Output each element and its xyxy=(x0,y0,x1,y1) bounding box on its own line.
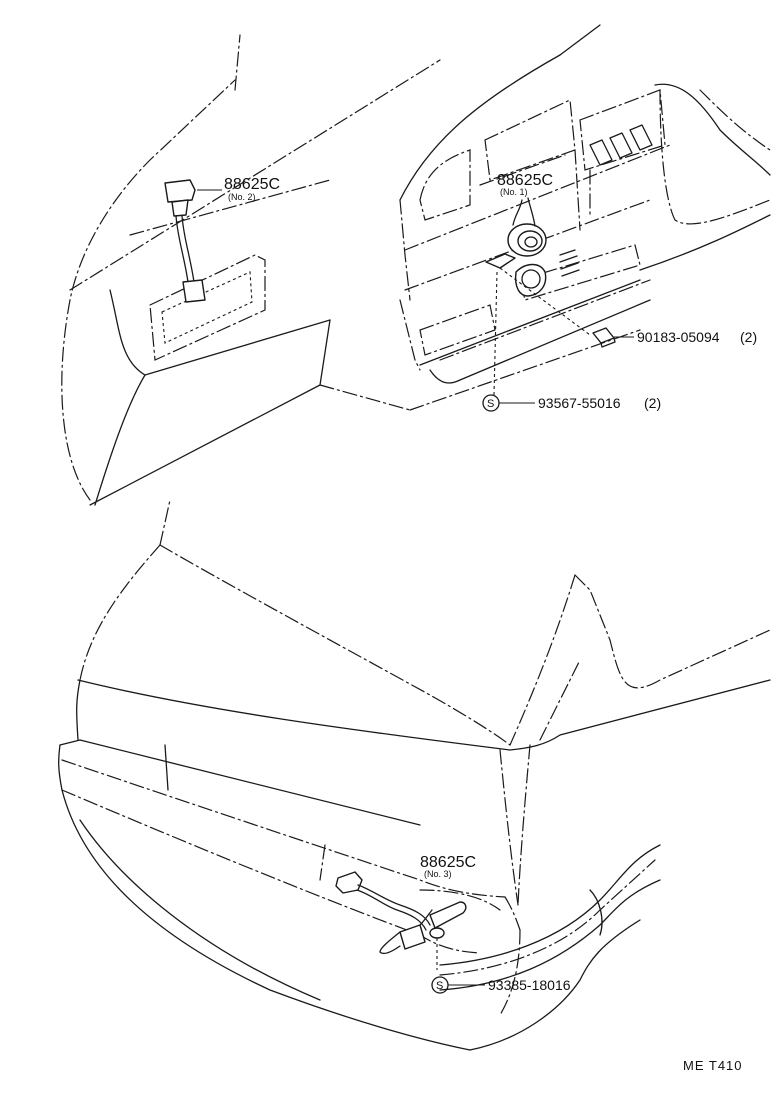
clip-part xyxy=(592,327,634,348)
screw-upper-quantity: (2) xyxy=(644,395,661,411)
screw-upper-part-number: 93567-55016 xyxy=(538,395,621,411)
sensor-no2-part-number: 88625C xyxy=(224,176,280,193)
screw-lower-part-number: 93385-18016 xyxy=(488,977,571,993)
dashboard-left-view xyxy=(61,34,441,506)
car-front-view xyxy=(58,499,771,1051)
clip-part-number: 90183-05094 xyxy=(637,329,720,345)
sensor-no3-sub-label: (No. 3) xyxy=(424,869,452,879)
diagram-code: ME T410 xyxy=(683,1058,743,1073)
sensor-no1-assembly xyxy=(485,197,591,396)
dashboard-center-view xyxy=(399,24,771,411)
sensor-no2-sub-label: (No. 2) xyxy=(228,192,256,202)
screw-upper-symbol xyxy=(482,394,535,412)
screw-lower-mark: S xyxy=(436,980,443,992)
screw-upper-mark: S xyxy=(487,398,494,410)
sensor-no1-sub-label: (No. 1) xyxy=(500,187,528,197)
sensor-no1-part-number: 88625C xyxy=(497,172,553,189)
screw-lower-symbol xyxy=(431,976,485,994)
sensor-no3-assembly xyxy=(335,871,467,970)
sensor-no2-assembly xyxy=(164,179,222,303)
sensor-no3-part-number: 88625C xyxy=(420,854,476,871)
clip-quantity: (2) xyxy=(740,329,757,345)
